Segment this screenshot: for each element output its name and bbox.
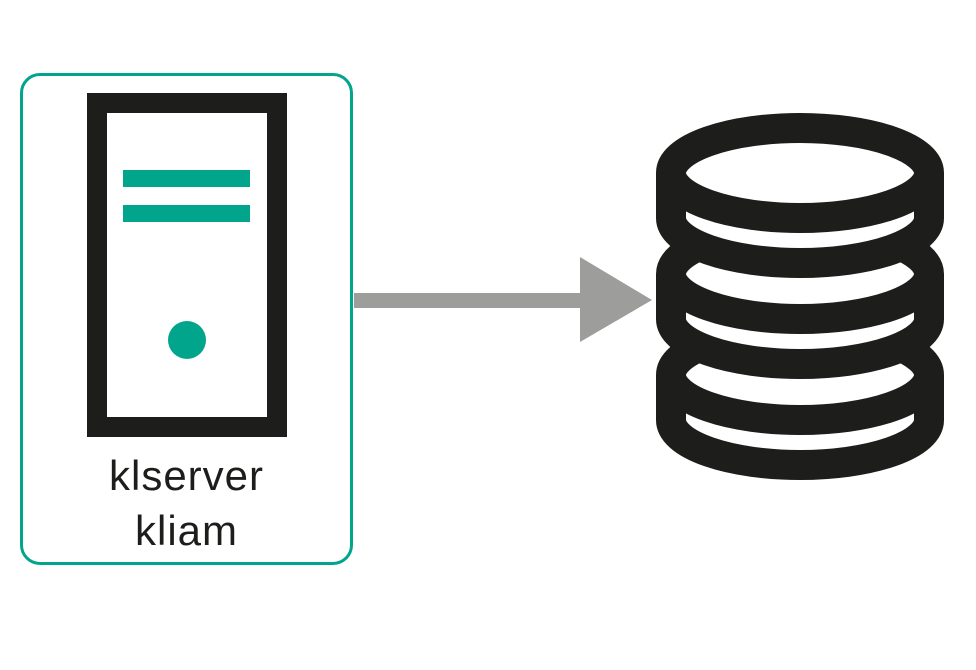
server-drive-bar-bottom bbox=[123, 205, 250, 222]
server-node-label: klserver kliam bbox=[20, 448, 353, 558]
server-power-led-dot bbox=[168, 321, 206, 359]
server-label-line1: klserver bbox=[108, 452, 265, 499]
server-label-line2: kliam bbox=[134, 507, 238, 554]
arrow-right-icon bbox=[354, 257, 652, 342]
server-drive-bar-top bbox=[123, 170, 250, 187]
server-tower-icon bbox=[87, 93, 287, 437]
database-icon bbox=[656, 113, 944, 480]
